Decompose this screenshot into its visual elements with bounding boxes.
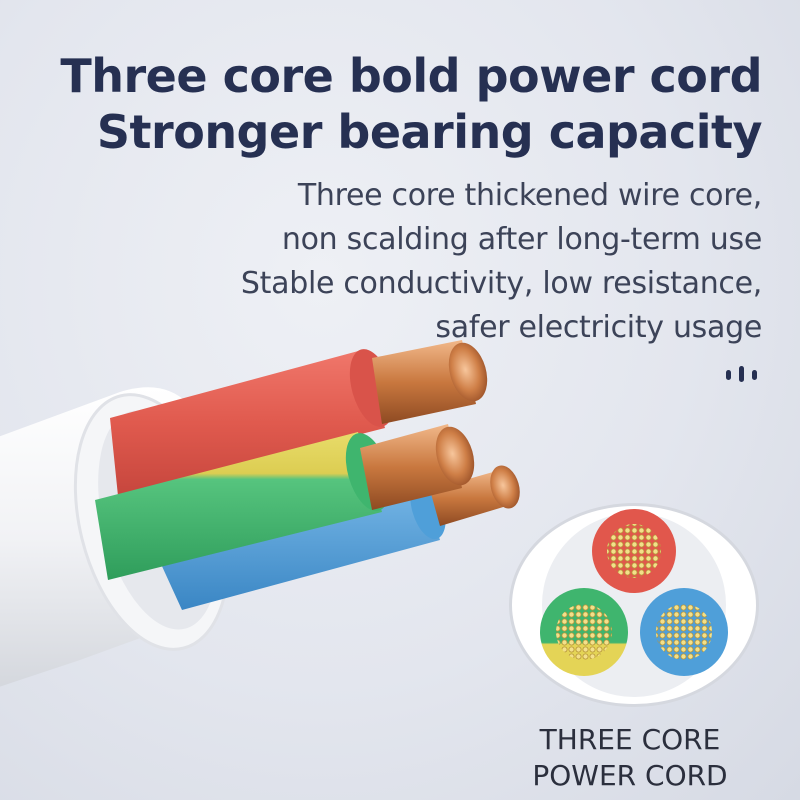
headline-line-1: Three core bold power cord (60, 49, 762, 103)
caption-line-2: POWER CORD (532, 759, 728, 792)
decorative-dots-icon (726, 366, 757, 382)
caption-line-1: THREE CORE (539, 723, 721, 756)
copper-strand-icon (435, 426, 475, 486)
copper-strand-icon (448, 342, 488, 402)
cross-section-inset (512, 506, 756, 704)
green-yellow-core-section (540, 588, 628, 676)
description-line-2: non scalding after long-term use (281, 222, 762, 257)
inset-caption: THREE CORE POWER CORD (510, 722, 750, 794)
green-yellow-conductor (95, 424, 475, 580)
red-conductor (110, 340, 488, 496)
blue-core-section (640, 588, 728, 676)
description-line-4: safer electricity usage (435, 310, 762, 345)
description-line-1: Three core thickened wire core, (297, 178, 762, 213)
headline: Three core bold power cord Stronger bear… (60, 48, 762, 160)
feature-description: Three core thickened wire core, non scal… (241, 174, 762, 350)
red-core-section (592, 509, 676, 593)
copper-strand-icon (490, 465, 520, 509)
cross-section-diagram (540, 509, 728, 697)
description-line-3: Stable conductivity, low resistance, (240, 266, 762, 301)
headline-line-2: Stronger bearing capacity (96, 105, 763, 159)
